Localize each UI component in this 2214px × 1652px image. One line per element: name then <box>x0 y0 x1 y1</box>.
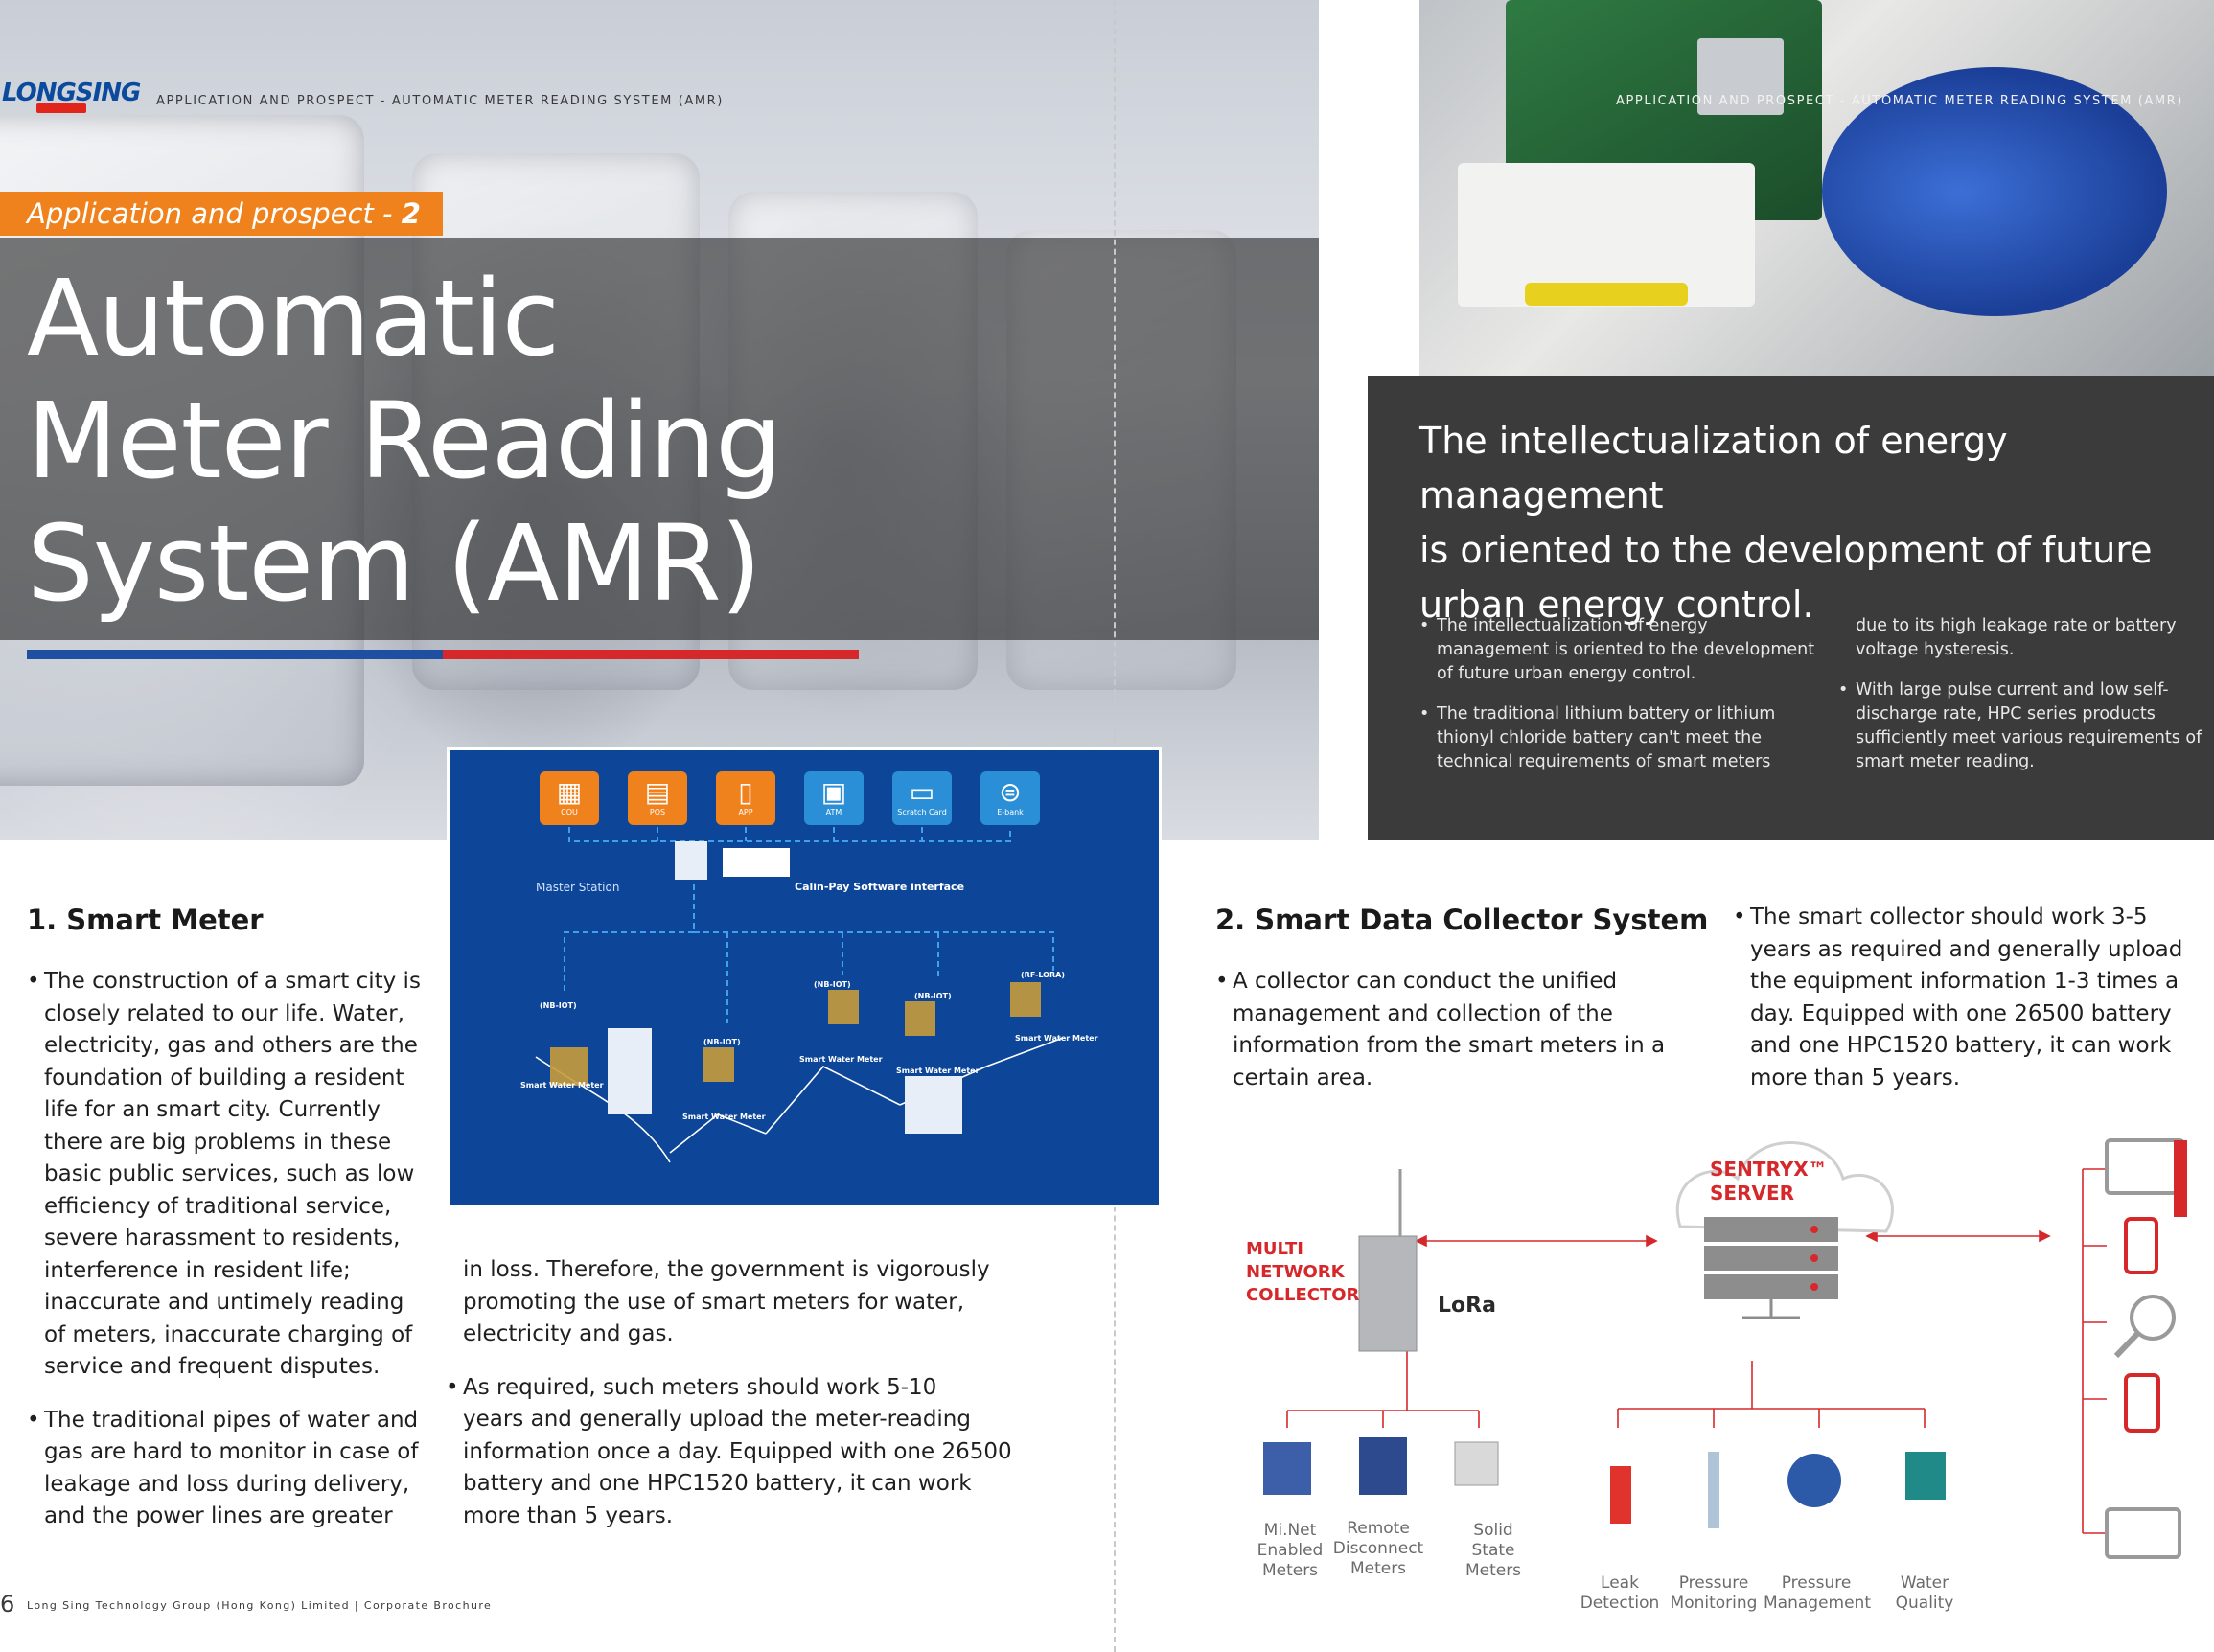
node-label: Smart Water Meter <box>896 1067 980 1075</box>
node-tag: (RF-LORA) <box>1021 971 1065 979</box>
node-label: Smart Water Meter <box>682 1113 766 1121</box>
network-links <box>1263 1138 2187 1559</box>
software-label: Calin-Pay Software interface <box>795 881 965 893</box>
section1-column1: The construction of a smart city isclose… <box>27 966 439 1533</box>
running-header-left: APPLICATION AND PROSPECT - AUTOMATIC MET… <box>156 94 724 108</box>
section-heading-data-collector: 2. Smart Data Collector System <box>1215 904 1709 936</box>
app-icon: ▯APP <box>716 771 775 825</box>
water-meter-photo <box>1419 0 2214 376</box>
diagram-links <box>535 827 1064 1163</box>
node-tag: (NB-IOT) <box>703 1038 741 1046</box>
chapter-tag: Application and prospect - 2 <box>0 192 443 236</box>
node-label: Smart Water Meter <box>520 1081 604 1090</box>
page-number: 6 <box>0 1591 15 1618</box>
page-title: Automatic Meter Reading System (AMR) <box>27 257 782 625</box>
node-tag: (NB-IOT) <box>814 980 851 989</box>
pos-icon: ▤POS <box>628 771 687 825</box>
accent-bar-blue <box>27 650 443 659</box>
atm-icon: ▣ATM <box>804 771 864 825</box>
title-band <box>0 238 1319 640</box>
running-header-right: APPLICATION AND PROSPECT - AUTOMATIC MET… <box>1616 94 2183 108</box>
node-tag: (NB-IOT) <box>540 1001 577 1010</box>
accent-bar-red <box>443 650 859 659</box>
node-tag: (NB-IOT) <box>914 992 952 1000</box>
pull-quote: The intellectualization of energy manage… <box>1419 420 2153 626</box>
section2-column1: A collector can conduct the unifiedmanag… <box>1215 966 1714 1094</box>
node-label: Smart Water Meter <box>799 1055 883 1064</box>
footer-text: Long Sing Technology Group (Hong Kong) L… <box>27 1599 493 1612</box>
master-station-label: Master Station <box>536 881 620 894</box>
section2-column2: The smart collector should work 3-5years… <box>1733 902 2183 1094</box>
scratch-card-icon: ▭Scratch Card <box>892 771 952 825</box>
node-label: Smart Water Meter <box>1015 1034 1098 1043</box>
panel-bullets-left: The intellectualization of energymanagem… <box>1419 614 1822 774</box>
longsing-logo: LONGSING <box>2 79 141 113</box>
amr-network-diagram: ▦COU ▤POS ▯APP ▣ATM ▭Scratch Card ⊜E-ban… <box>447 747 1162 1207</box>
section1-column2: in loss. Therefore, the government is vi… <box>446 1254 1040 1532</box>
section-heading-smart-meter: 1. Smart Meter <box>27 904 264 936</box>
lora-logo: LoRa <box>1438 1294 1496 1318</box>
cou-icon: ▦COU <box>540 771 599 825</box>
e-bank-icon: ⊜E-bank <box>980 771 1040 825</box>
